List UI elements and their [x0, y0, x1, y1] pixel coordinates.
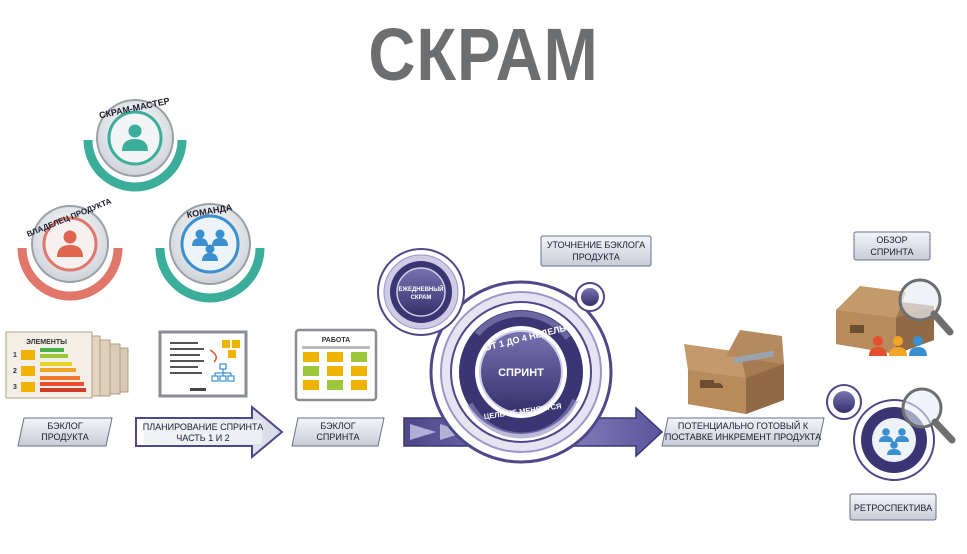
- sprint-board-header: РАБОТА: [322, 337, 350, 344]
- daily-scrum-cycle: ЕЖЕДНЕВНЫЙ СКРАМ: [377, 248, 465, 336]
- retrospective-icon: [826, 384, 956, 481]
- priority-bars: [40, 348, 86, 392]
- sprint-planning-label: ЧАСТЬ 1 И 2: [176, 433, 229, 443]
- daily-scrum-label: СКРАМ: [411, 295, 432, 301]
- story-card: [21, 366, 35, 376]
- team-icon: [192, 229, 228, 261]
- hierarchy-icon: [211, 363, 235, 382]
- magnifier-icon: [898, 278, 954, 336]
- product-backlog-panel: ЭЛЕМЕНТЫ 1 2 3: [5, 331, 129, 399]
- sprint-backlog-board: РАБОТА: [294, 328, 378, 402]
- product-backlog-tag: БЭКЛОГ ПРОДУКТА: [17, 417, 113, 447]
- sprint-backlog-label: БЭКЛОГ: [320, 421, 355, 431]
- team-role: КОМАНДА: [155, 202, 265, 303]
- scrum-master-role: СКРАМ-МАСТЕР: [83, 96, 187, 192]
- backlog-refinement-label: ПРОДУКТА: [572, 252, 619, 262]
- task-cards: [303, 352, 367, 390]
- sprint-cycle: СПРИНТ ОТ 1 ДО 4 НЕДЕЛЬ ЦЕЛЬ НЕ МЕНЯЕТСЯ: [429, 280, 613, 464]
- sprint-backlog-tag: БЭКЛОГ СПРИНТА: [291, 417, 385, 447]
- story-card: [21, 382, 35, 392]
- daily-scrum-label: ЕЖЕДНЕВНЫЙ: [399, 285, 444, 293]
- product-owner-role: ВЛАДЕЛЕЦ ПРОДУКТА: [17, 196, 123, 301]
- retrospective-label: РЕТРОСПЕКТИВА: [854, 503, 932, 513]
- backlog-refinement-tag: УТОЧНЕНИЕ БЭКЛОГА ПРОДУКТА: [540, 235, 652, 267]
- story-card: [21, 350, 35, 360]
- increment-label: ПОСТАВКЕ ИНКРЕМЕНТ ПРОДУКТА: [665, 432, 821, 442]
- person-icon: [122, 124, 148, 151]
- backlog-panel-header: ЭЛЕМЕНТЫ: [26, 339, 67, 346]
- team-icon: [869, 336, 927, 356]
- sprint-review-tag: ОБЗОР СПРИНТА: [853, 231, 931, 261]
- page-title: СКРАМ: [368, 13, 599, 96]
- backlog-refinement-label: УТОЧНЕНИЕ БЭКЛОГА: [547, 240, 645, 250]
- planning-whiteboard: [158, 330, 248, 398]
- sprint-planning-tag: ПЛАНИРОВАНИЕ СПРИНТА ЧАСТЬ 1 И 2: [143, 420, 263, 444]
- sprint-planning-label: ПЛАНИРОВАНИЕ СПРИНТА: [143, 422, 263, 432]
- sprint-center-label: СПРИНТ: [498, 367, 544, 379]
- refinement-cycle-icon: [575, 282, 605, 312]
- product-backlog-label: ПРОДУКТА: [41, 432, 88, 442]
- backlog-row-number: 3: [13, 384, 17, 391]
- backlog-row-number: 1: [13, 352, 17, 359]
- sprint-review-label: ОБЗОР: [876, 235, 907, 245]
- backlog-row-number: 2: [13, 368, 17, 375]
- team-icon: [879, 428, 909, 455]
- person-icon: [57, 230, 83, 257]
- retrospective-tag: РЕТРОСПЕКТИВА: [849, 493, 937, 521]
- product-backlog-label: БЭКЛОГ: [47, 421, 82, 431]
- product-increment-box: [684, 330, 784, 414]
- increment-label: ПОТЕНЦИАЛЬНО ГОТОВЫЙ К: [678, 420, 809, 431]
- increment-tag: ПОТЕНЦИАЛЬНО ГОТОВЫЙ К ПОСТАВКЕ ИНКРЕМЕН…: [661, 417, 825, 447]
- sprint-review-icon: [836, 278, 954, 356]
- sprint-backlog-label: СПРИНТА: [316, 432, 359, 442]
- sprint-review-label: СПРИНТА: [870, 247, 913, 257]
- magnifier-icon: [901, 387, 956, 444]
